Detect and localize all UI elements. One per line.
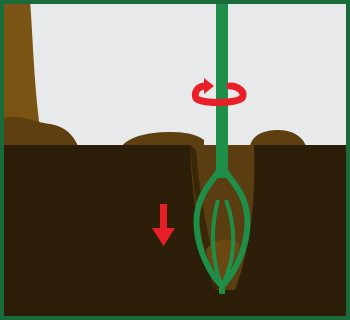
auger-tip <box>219 280 225 294</box>
auger-shaft <box>216 0 228 178</box>
soil-layer <box>0 145 350 320</box>
